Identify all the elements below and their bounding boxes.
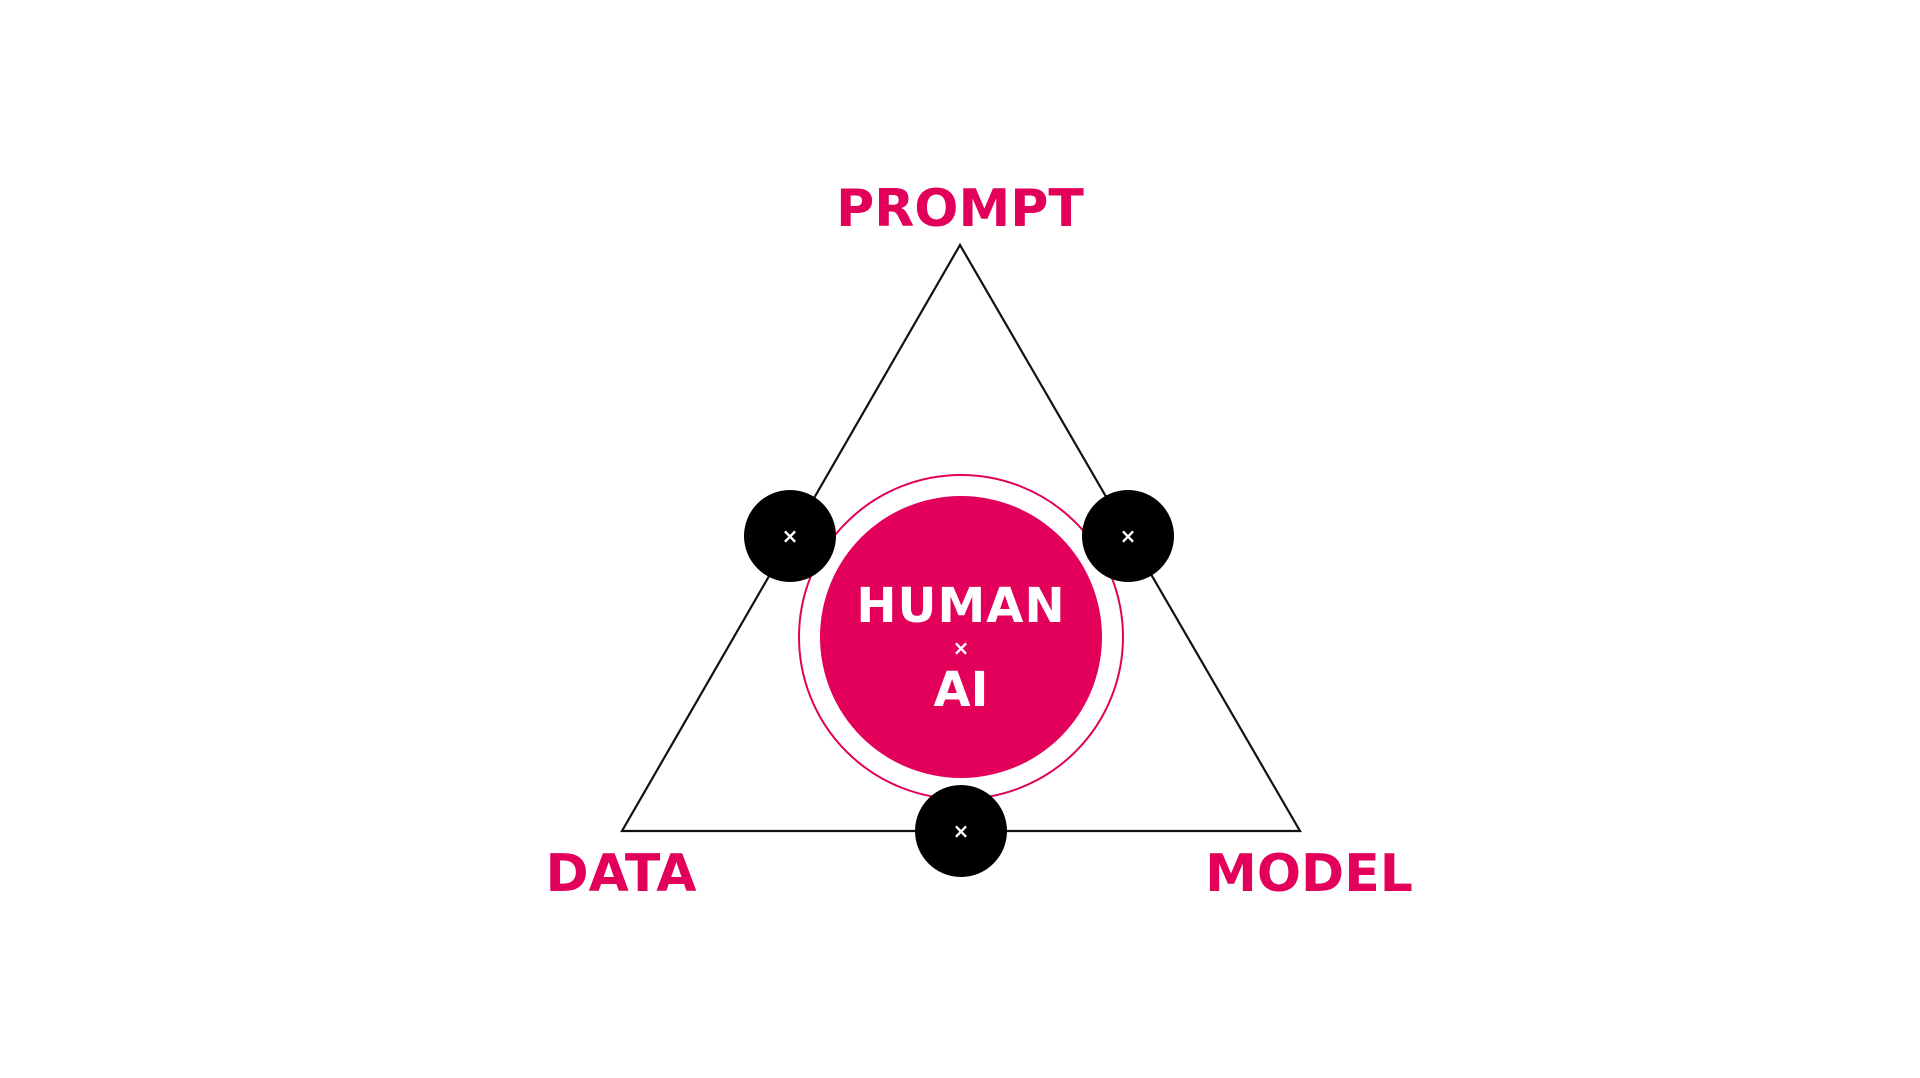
prompt-data-node: × <box>744 490 836 582</box>
vertex-label-data: DATA <box>545 844 696 904</box>
data-model-node: × <box>915 785 1007 877</box>
prompt-model-node: × <box>1082 490 1174 582</box>
center-bottom-label: AI <box>933 662 988 718</box>
node-x-icon: × <box>1120 524 1137 548</box>
node-x-icon: × <box>782 524 799 548</box>
center-separator-icon: × <box>953 636 970 660</box>
vertex-label-prompt: PROMPT <box>836 179 1084 239</box>
center-top-label: HUMAN <box>856 578 1065 634</box>
vertex-label-model: MODEL <box>1205 844 1413 904</box>
center-circle <box>820 496 1102 778</box>
node-x-icon: × <box>953 819 970 843</box>
